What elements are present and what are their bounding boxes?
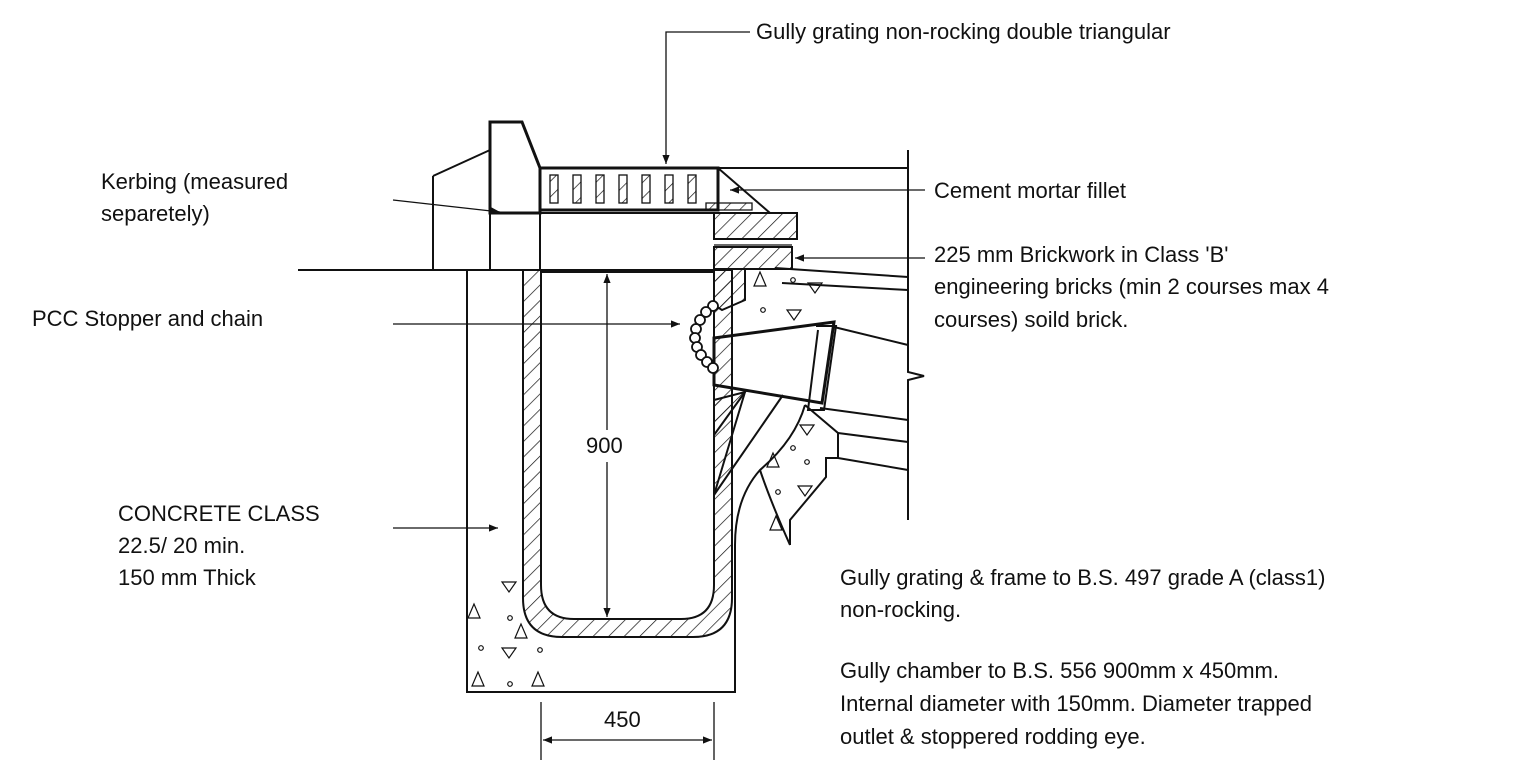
gully-chamber-wall [522,269,733,638]
label-concrete-line2: 22.5/ 20 min. [118,533,245,558]
label-concrete-line3: 150 mm Thick [118,565,257,590]
label-brickwork-line2: engineering bricks (min 2 courses max 4 [934,274,1329,299]
dimension-900-label: 900 [586,433,623,458]
label-kerbing-line1: Kerbing (measured [101,169,288,194]
kerb-stone [488,120,542,215]
dimension-450 [540,702,715,760]
leader-kerbing [392,199,501,215]
leader-grating [662,31,750,164]
label-grating: Gully grating non-rocking double triangu… [756,19,1171,44]
label-kerbing-line2: separetely) [101,201,210,226]
concrete-wedge [713,390,784,496]
label-concrete-line1: CONCRETE CLASS [118,501,320,526]
label-stopper: PCC Stopper and chain [32,306,263,331]
gully-grating [538,166,753,212]
note-chamber-line3: outlet & stoppered rodding eye. [840,724,1146,749]
dimension-450-label: 450 [604,707,641,732]
brickwork-courses [713,212,798,312]
label-brickwork-line3: courses) soild brick. [934,307,1128,332]
aggregate-symbols [467,270,824,687]
label-mortar: Cement mortar fillet [934,178,1126,203]
stopper-chain [689,300,719,374]
note-grating-line1: Gully grating & frame to B.S. 497 grade … [840,565,1325,590]
road-edge-wall [907,150,925,520]
note-chamber-line2: Internal diameter with 150mm. Diameter t… [840,691,1312,716]
note-chamber-line1: Gully chamber to B.S. 556 900mm x 450mm. [840,658,1279,683]
label-brickwork-line1: 225 mm Brickwork in Class 'B' [934,242,1228,267]
note-grating-line2: non-rocking. [840,597,961,622]
